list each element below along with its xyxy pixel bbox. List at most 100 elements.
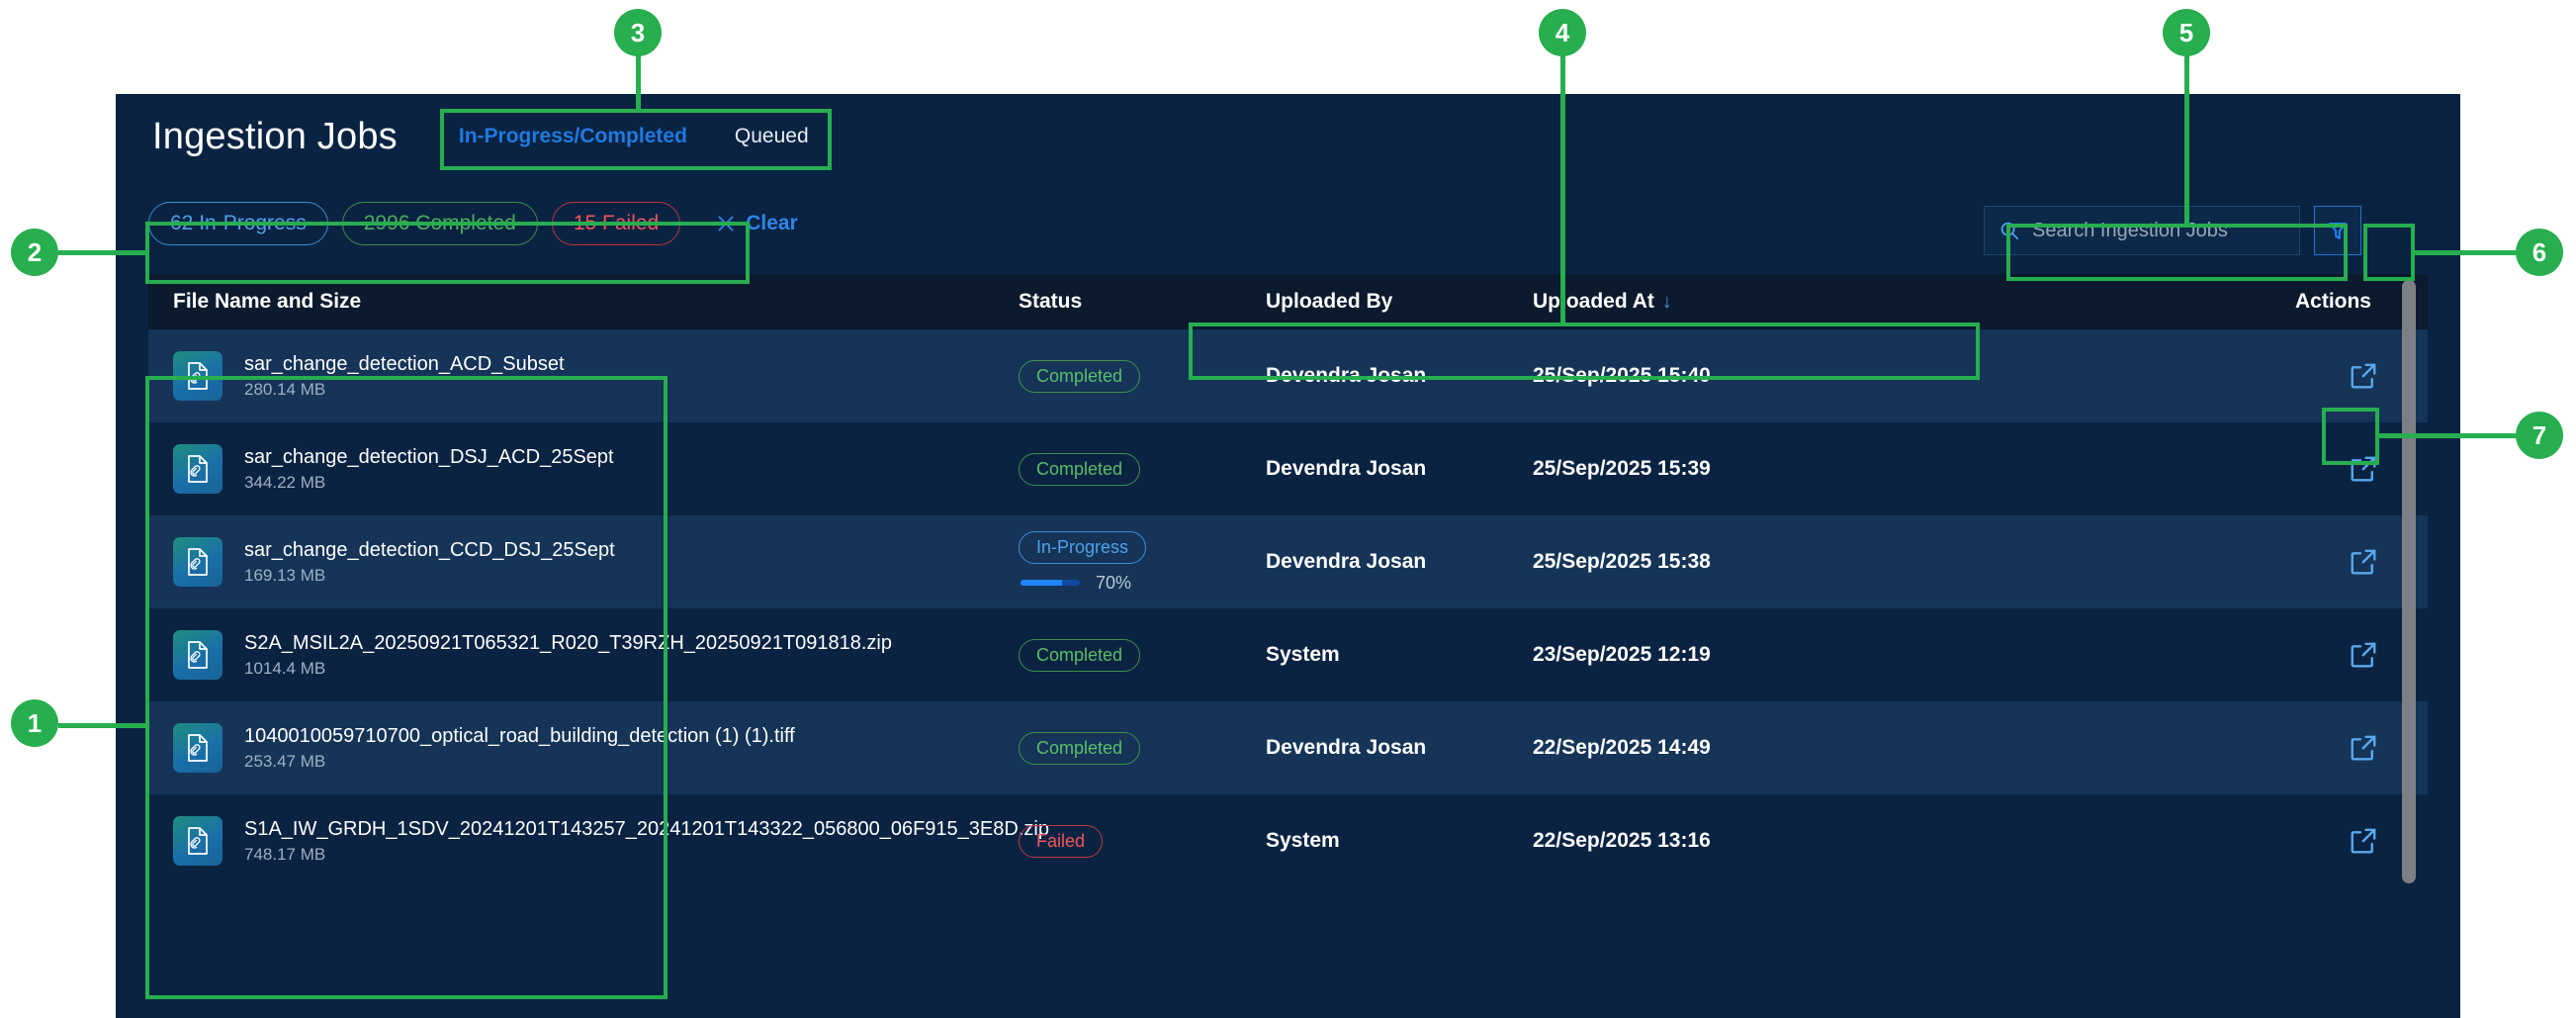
status-cell: Failed xyxy=(1019,824,1266,858)
status-cell: Completed xyxy=(1019,638,1266,672)
document-attachment-icon xyxy=(173,723,222,773)
actions-cell xyxy=(1909,826,2428,856)
annotation-leader-7 xyxy=(2377,433,2516,438)
annotation-leader-6 xyxy=(2413,250,2516,255)
document-attachment-icon xyxy=(173,816,222,866)
search-ingestion-jobs-input[interactable] xyxy=(1984,206,2300,255)
search-and-filter-group xyxy=(1984,206,2361,255)
uploaded-by: Devendra Josan xyxy=(1266,550,1427,573)
uploaded-at: 25/Sep/2025 15:38 xyxy=(1533,550,1711,573)
file-meta: sar_change_detection_CCD_DSJ_25Sept 169.1… xyxy=(244,539,615,586)
uploaded-by: Devendra Josan xyxy=(1266,457,1427,480)
table-row[interactable]: S1A_IW_GRDH_1SDV_20241201T143257_2024120… xyxy=(148,794,2428,887)
actions-cell xyxy=(1909,361,2428,391)
job-tabs: In-Progress/Completed Queued xyxy=(435,111,833,162)
annotation-badge-5: 5 xyxy=(2163,9,2210,56)
search-input-field[interactable] xyxy=(2032,219,2285,242)
external-link-icon[interactable] xyxy=(2349,547,2378,577)
uploaded-by: Devendra Josan xyxy=(1266,364,1427,387)
file-cell: sar_change_detection_ACD_Subset 280.14 MB xyxy=(148,351,1019,401)
chip-in-progress[interactable]: 62 In-Progress xyxy=(148,202,328,245)
annotation-badge-3: 3 xyxy=(614,9,662,56)
table-scrollbar[interactable] xyxy=(2402,274,2416,1018)
annotation-badge-7: 7 xyxy=(2516,412,2563,459)
uploaded-at: 25/Sep/2025 15:40 xyxy=(1533,364,1711,387)
annotation-leader-4 xyxy=(1560,53,1565,326)
upload-progress: 70% xyxy=(1019,573,1266,594)
file-meta: S2A_MSIL2A_20250921T065321_R020_T39RZH_2… xyxy=(244,632,892,679)
actions-cell xyxy=(1909,640,2428,670)
file-size: 748.17 MB xyxy=(244,844,326,864)
file-name: S1A_IW_GRDH_1SDV_20241201T143257_2024120… xyxy=(244,817,1049,840)
table-row[interactable]: sar_change_detection_CCD_DSJ_25Sept 169.1… xyxy=(148,515,2428,608)
file-name: sar_change_detection_ACD_Subset xyxy=(244,352,565,375)
column-header-file-name-and-size[interactable]: File Name and Size xyxy=(173,290,362,313)
file-name: sar_change_detection_CCD_DSJ_25Sept xyxy=(244,538,615,561)
status-badge: Completed xyxy=(1019,359,1141,393)
sort-descending-icon[interactable]: ↓ xyxy=(1661,291,1672,313)
progress-fill xyxy=(1021,580,1062,586)
column-header-actions: Actions xyxy=(2294,290,2371,313)
column-header-uploaded-by[interactable]: Uploaded By xyxy=(1266,290,1393,313)
document-attachment-icon xyxy=(173,351,222,401)
external-link-icon[interactable] xyxy=(2349,640,2378,670)
file-size: 169.13 MB xyxy=(244,565,326,585)
status-cell: In-Progress 70% xyxy=(1019,530,1266,594)
tab-queued[interactable]: Queued xyxy=(734,124,809,147)
chip-failed[interactable]: 15 Failed xyxy=(551,202,681,245)
column-header-uploaded-at-label: Uploaded At xyxy=(1533,290,1654,313)
status-badge: In-Progress xyxy=(1019,530,1147,564)
progress-track xyxy=(1021,580,1080,586)
status-badge: Completed xyxy=(1019,452,1141,486)
chip-completed[interactable]: 2996 Completed xyxy=(341,202,538,245)
external-link-icon[interactable] xyxy=(2349,361,2378,391)
file-meta: 1040010059710700_optical_road_building_d… xyxy=(244,725,795,772)
progress-label: 70% xyxy=(1096,572,1132,593)
external-link-icon[interactable] xyxy=(2349,454,2378,484)
search-icon xyxy=(2000,222,2019,240)
uploaded-at: 25/Sep/2025 15:39 xyxy=(1533,457,1711,480)
filter-funnel-icon xyxy=(2329,223,2347,239)
uploaded-by: System xyxy=(1266,829,1340,852)
filter-button[interactable] xyxy=(2314,206,2361,255)
ingestion-jobs-panel: Ingestion Jobs In-Progress/Completed Que… xyxy=(116,94,2460,1018)
column-header-status[interactable]: Status xyxy=(1019,290,1083,313)
file-size: 344.22 MB xyxy=(244,472,326,492)
tab-in-progress-completed[interactable]: In-Progress/Completed xyxy=(458,124,687,147)
file-meta: S1A_IW_GRDH_1SDV_20241201T143257_2024120… xyxy=(244,818,1049,865)
column-header-uploaded-at[interactable]: Uploaded At ↓ xyxy=(1533,290,1909,314)
annotation-badge-6: 6 xyxy=(2516,229,2563,276)
uploaded-by: System xyxy=(1266,643,1340,666)
uploaded-at: 23/Sep/2025 12:19 xyxy=(1533,643,1711,666)
file-name: 1040010059710700_optical_road_building_d… xyxy=(244,724,795,747)
document-attachment-icon xyxy=(173,630,222,680)
annotation-leader-5 xyxy=(2184,53,2189,226)
file-size: 1014.4 MB xyxy=(244,658,326,678)
status-badge: Failed xyxy=(1019,824,1104,858)
file-cell: S1A_IW_GRDH_1SDV_20241201T143257_2024120… xyxy=(148,816,1049,866)
document-attachment-icon xyxy=(173,537,222,587)
status-cell: Completed xyxy=(1019,359,1266,393)
table-scrollbar-thumb[interactable] xyxy=(2402,280,2416,883)
clear-filters-button[interactable]: Clear xyxy=(706,206,808,241)
annotation-leader-2 xyxy=(58,250,145,255)
close-icon xyxy=(716,214,736,233)
external-link-icon[interactable] xyxy=(2349,826,2378,856)
file-meta: sar_change_detection_ACD_Subset 280.14 MB xyxy=(244,353,565,400)
file-size: 253.47 MB xyxy=(244,751,326,771)
file-cell: sar_change_detection_CCD_DSJ_25Sept 169.1… xyxy=(148,537,1019,587)
table-row[interactable]: S2A_MSIL2A_20250921T065321_R020_T39RZH_2… xyxy=(148,608,2428,701)
actions-cell xyxy=(1909,733,2428,763)
annotation-leader-1 xyxy=(58,723,145,728)
table-row[interactable]: sar_change_detection_ACD_Subset 280.14 MB… xyxy=(148,329,2428,422)
table-body: sar_change_detection_ACD_Subset 280.14 MB… xyxy=(148,329,2428,887)
external-link-icon[interactable] xyxy=(2349,733,2378,763)
file-size: 280.14 MB xyxy=(244,379,326,399)
status-cell: Completed xyxy=(1019,731,1266,765)
table-column-headers: File Name and Size Status Uploaded By Up… xyxy=(148,274,2428,329)
status-badge: Completed xyxy=(1019,638,1141,672)
table-row[interactable]: 1040010059710700_optical_road_building_d… xyxy=(148,701,2428,794)
